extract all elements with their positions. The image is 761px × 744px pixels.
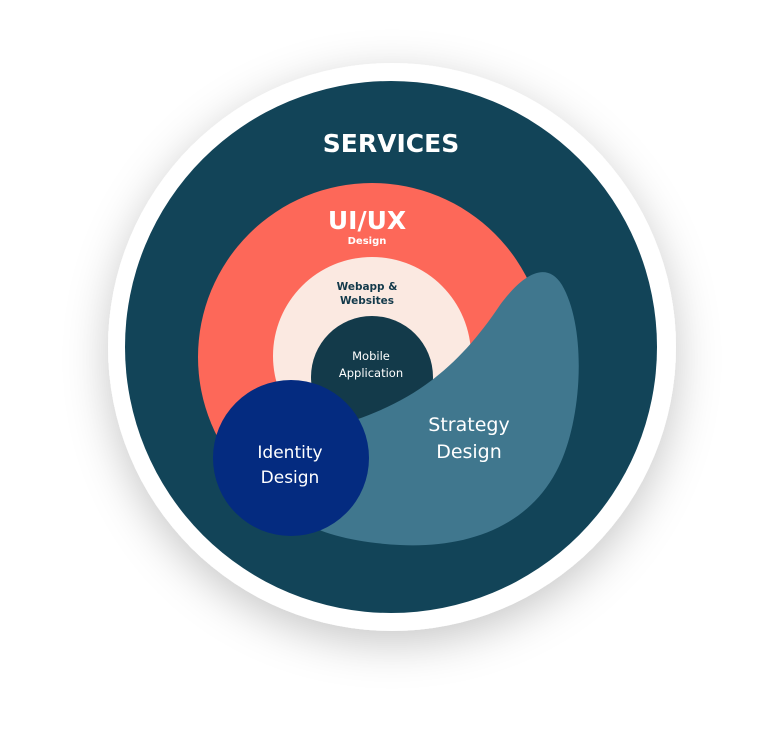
services-title: SERVICES	[323, 129, 459, 158]
identity-line2: Design	[261, 468, 320, 488]
strategy-blob	[300, 272, 579, 546]
strategy-line1: Strategy	[428, 414, 509, 436]
uiux-title: UI/UX	[328, 206, 406, 235]
mobile-line1: Mobile	[352, 349, 390, 363]
uiux-subtitle: Design	[348, 236, 387, 247]
identity-line1: Identity	[257, 443, 322, 463]
webapp-line1: Webapp &	[337, 281, 398, 293]
mobile-line2: Application	[339, 366, 403, 380]
identity-circle	[213, 380, 369, 536]
webapp-line2: Websites	[340, 295, 394, 307]
strategy-line2: Design	[436, 441, 502, 463]
